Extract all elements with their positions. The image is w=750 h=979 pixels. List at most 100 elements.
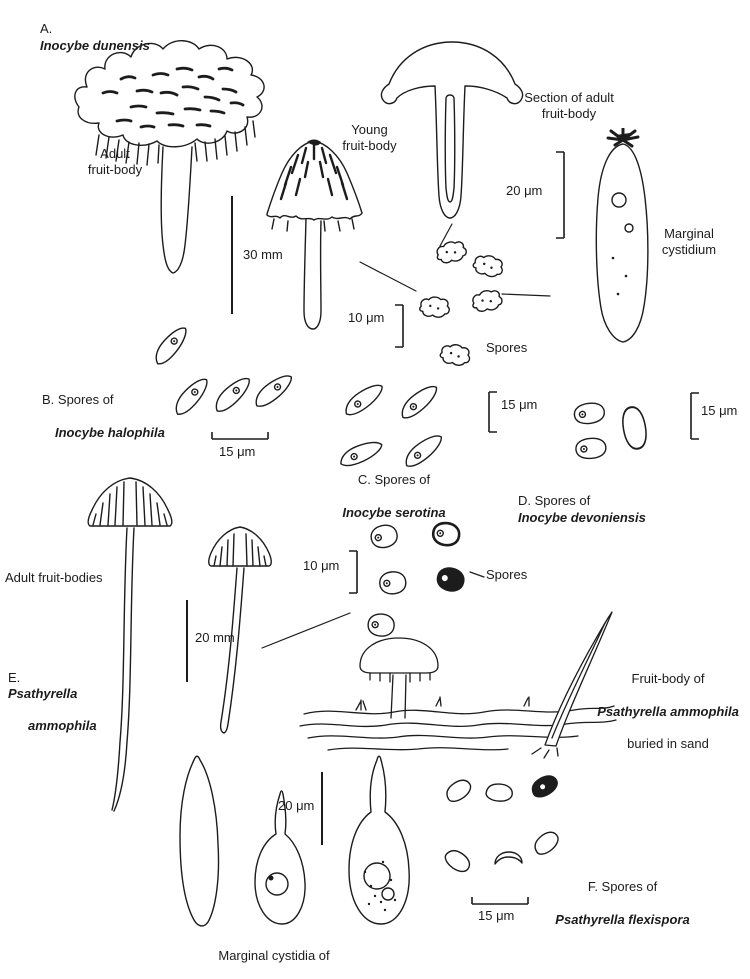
adult-stem <box>160 146 193 274</box>
cystidium-vacuole <box>265 872 289 896</box>
marginal-cystidium-illustration <box>595 128 649 343</box>
psathyrella-cystidium-1 <box>179 755 220 927</box>
spore-dark <box>436 567 465 592</box>
buried-fruit-body-illustration <box>299 611 617 759</box>
spore-curved <box>494 851 523 865</box>
cystidia-label-line1: Marginal cystidia of <box>218 948 330 964</box>
buried-gills <box>369 672 431 683</box>
connector-mushroom-to-spores-e <box>261 612 351 649</box>
spore <box>431 521 461 547</box>
spore <box>472 255 503 278</box>
scale-bar-30mm <box>231 196 233 314</box>
section-stem-hollow <box>444 94 456 203</box>
scale-bar-15um-f <box>471 897 529 905</box>
spore <box>155 327 187 365</box>
sand-tufts <box>355 696 530 711</box>
spore <box>444 850 471 873</box>
cystidium-vacuole-small <box>381 887 395 901</box>
scale-15um-c-label: 15 μm <box>501 397 538 412</box>
adult-fruit-body-label: Adult fruit-body <box>87 146 143 178</box>
young-fruit-body-illustration <box>266 139 363 330</box>
young-cap-fibrils <box>279 143 349 201</box>
connector-spores-e-label <box>469 571 485 578</box>
buried-label-species: Psathyrella ammophila <box>597 703 739 719</box>
label-d: D. Spores of Inocybe devoniensis <box>518 477 646 526</box>
scale-bar-15um-b <box>211 432 269 440</box>
label-c-species: Inocybe serotina <box>342 504 446 520</box>
scale-30mm-label: 30 mm <box>243 247 283 262</box>
young-cap-fringe <box>271 218 355 232</box>
spore <box>340 441 383 467</box>
cap-outline <box>208 526 272 567</box>
spore <box>622 406 647 450</box>
psathyrella-adult-1-illustration <box>87 477 173 812</box>
spores-f-illustration <box>444 775 559 873</box>
cystidium-granules <box>363 860 397 912</box>
spore <box>419 296 450 318</box>
cap-outline <box>87 477 173 527</box>
grass-vein <box>551 622 606 739</box>
section-illustration <box>380 41 524 219</box>
title-a-prefix: A. <box>40 21 53 37</box>
scale-bracket-15um-c <box>488 391 497 433</box>
adult-gills <box>95 120 256 166</box>
spore <box>405 435 442 467</box>
young-fruit-body-label: Young fruit-body <box>342 122 397 154</box>
sand-lines <box>299 705 617 751</box>
grass-base <box>531 747 559 759</box>
psathyrella-cystidium-3 <box>348 755 410 925</box>
cap-striations <box>92 481 168 526</box>
adult-cap-flecks <box>101 66 245 129</box>
young-cap-outline <box>266 140 363 221</box>
cap-striations <box>213 533 267 567</box>
spore <box>446 779 472 802</box>
marginal-cystidium-label: Marginal cystidium <box>661 226 717 258</box>
label-c: C. Spores of Inocybe serotina <box>328 456 460 537</box>
cystidia-label: Marginal cystidia of Psathyrella ammophi… <box>168 932 380 979</box>
scale-20um-a-label: 20 μm <box>506 183 543 198</box>
label-f-species: Psathyrella flexispora <box>555 911 690 927</box>
scale-bracket-10um-a <box>395 304 404 348</box>
spore <box>175 378 208 415</box>
adult-cap-outline <box>74 40 265 148</box>
title-a-species: Inocybe dunensis <box>40 37 150 53</box>
cystidium-body <box>254 790 306 925</box>
section-outline <box>380 41 524 219</box>
label-e-species-2: ammophila <box>28 718 97 734</box>
spore <box>575 437 607 460</box>
section-label: Section of adult fruit-body <box>524 90 614 122</box>
psathyrella-adult-2-illustration <box>208 526 272 734</box>
buried-label-line1: Fruit-body of <box>631 671 705 687</box>
cystidium-nucleus <box>268 875 274 881</box>
spore <box>439 344 471 366</box>
young-stem <box>303 218 322 330</box>
label-f-line: F. Spores of <box>587 879 658 895</box>
title-a: A. Inocybe dunensis <box>40 5 150 54</box>
spore <box>534 831 559 855</box>
cystidium-body <box>348 755 410 925</box>
scale-10um-e-label: 10 μm <box>303 558 340 573</box>
spores-a-illustration <box>419 241 503 366</box>
scale-10um-a-label: 10 μm <box>348 310 385 325</box>
spore <box>215 377 250 412</box>
cystidium-crystal-blob <box>616 133 630 141</box>
spore-dark <box>531 775 558 798</box>
connector-young-to-spores <box>359 261 417 292</box>
stem <box>219 567 245 734</box>
cystidium-granules <box>611 256 628 296</box>
label-b-line: B. Spores of <box>42 392 114 408</box>
connector-section-to-spores <box>439 223 453 247</box>
connector-spores-to-cystidium <box>501 293 551 297</box>
spore <box>370 524 398 549</box>
label-b-species: Inocybe halophila <box>55 424 165 440</box>
scale-15um-d-label: 15 μm <box>701 403 738 418</box>
spore <box>485 783 513 802</box>
spores-d-illustration <box>573 402 647 460</box>
label-d-line: D. Spores of <box>518 493 591 509</box>
label-e-prefix: E. <box>8 669 21 685</box>
stem <box>111 527 135 812</box>
spore <box>255 375 292 407</box>
label-e-species-1: Psathyrella <box>8 685 78 701</box>
